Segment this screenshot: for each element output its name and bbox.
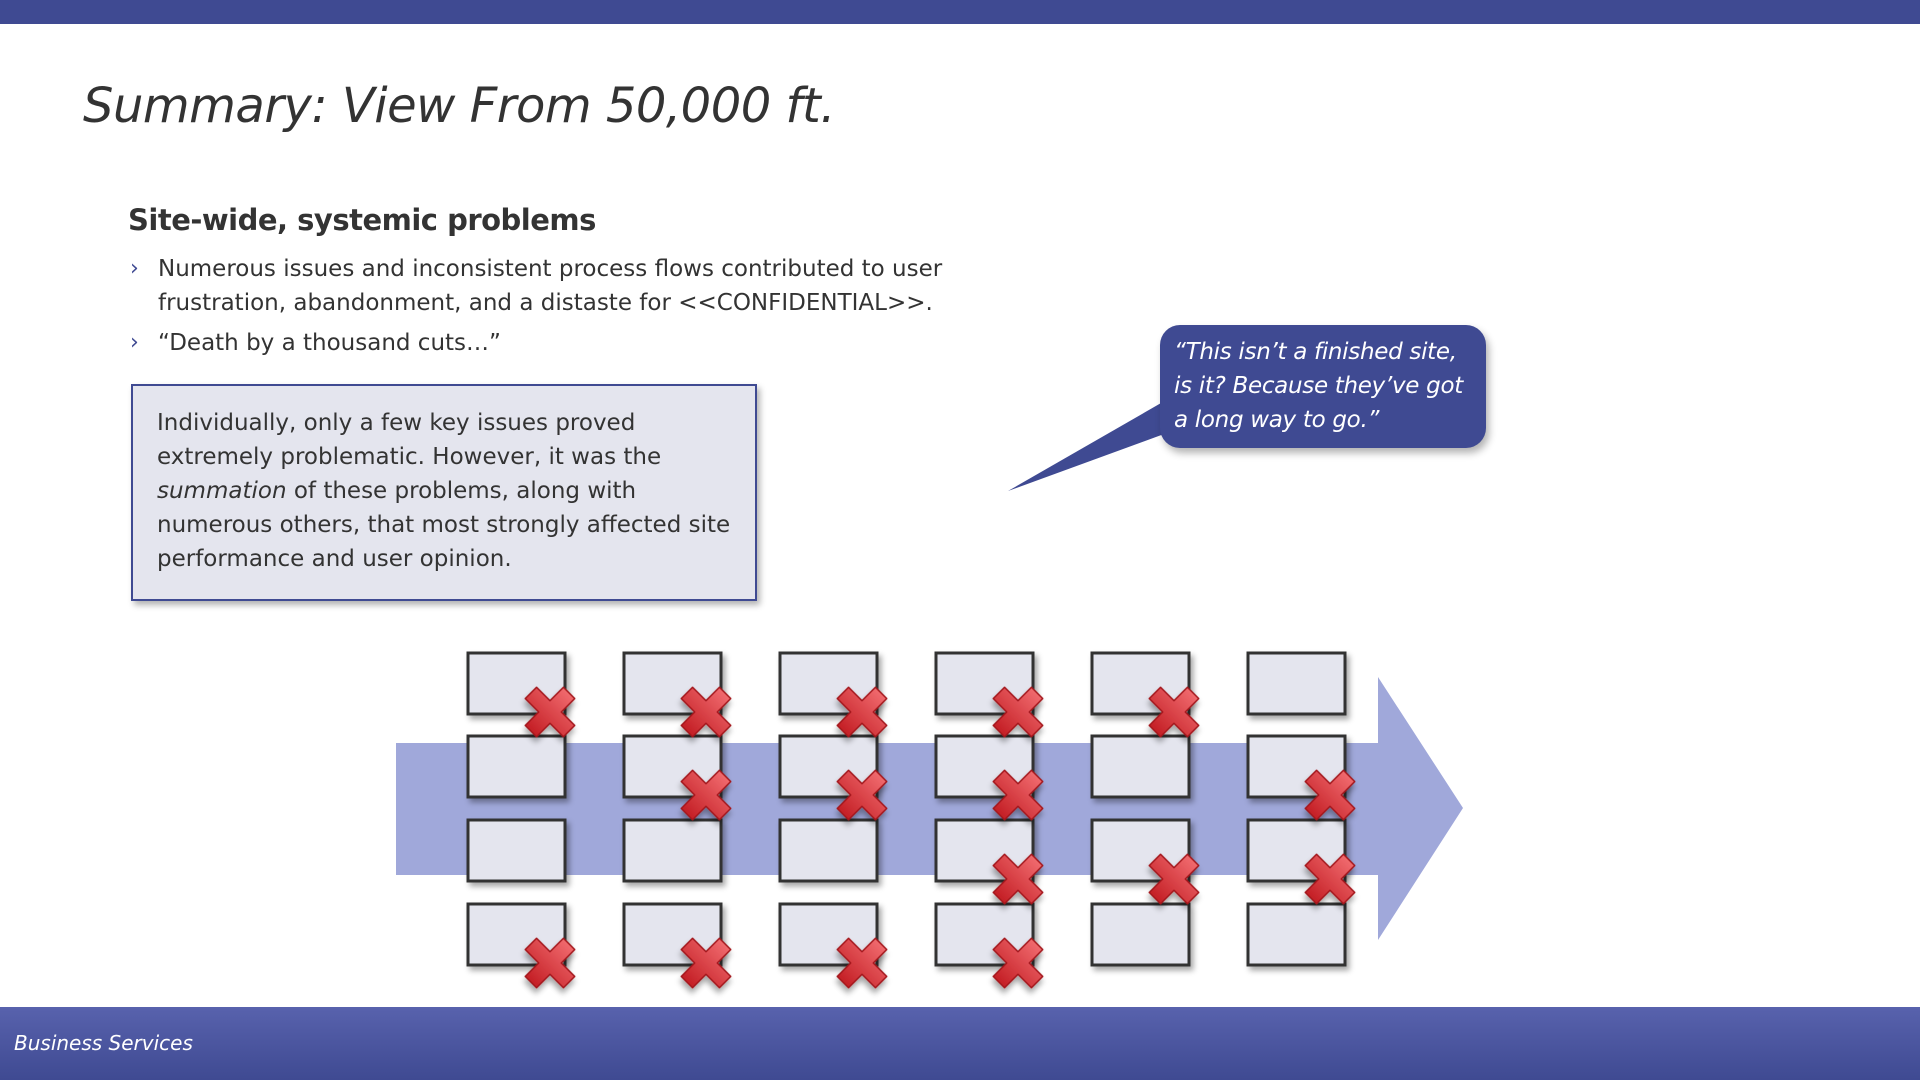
red-x-icon (836, 769, 888, 821)
red-x-icon (680, 937, 732, 989)
chevron-icon: › (130, 330, 139, 355)
process-step-box (466, 818, 567, 883)
red-x-icon (680, 769, 732, 821)
bullet-item: ›“Death by a thousand cuts…” (130, 326, 960, 360)
chevron-icon: › (130, 256, 139, 281)
red-x-icon (1148, 686, 1200, 738)
process-step-box (1246, 651, 1347, 716)
bullet-list: ›Numerous issues and inconsistent proces… (130, 252, 960, 366)
red-x-icon (680, 686, 732, 738)
quote-bubble: “This isn’t a finished site, is it? Beca… (1160, 325, 1486, 448)
process-step-box (1246, 902, 1347, 967)
section-heading: Site-wide, systemic problems (128, 203, 596, 237)
red-x-icon (992, 686, 1044, 738)
red-x-icon (1304, 853, 1356, 905)
process-step-box (934, 902, 1035, 967)
red-x-icon (992, 937, 1044, 989)
red-x-icon (1148, 853, 1200, 905)
process-step-box (1090, 734, 1191, 799)
bullet-item: ›Numerous issues and inconsistent proces… (130, 252, 960, 320)
red-x-icon (836, 686, 888, 738)
footer-bar: Business Services (0, 1007, 1920, 1080)
process-step-box (934, 651, 1035, 716)
process-step-box (1090, 902, 1191, 967)
red-x-icon (992, 853, 1044, 905)
red-x-icon (524, 937, 576, 989)
process-step-box (622, 818, 723, 883)
footer-label: Business Services (14, 1031, 193, 1055)
process-step-box (466, 902, 567, 967)
process-step-box (466, 734, 567, 799)
slide-title: Summary: View From 50,000 ft. (83, 78, 836, 134)
process-step-box (778, 818, 879, 883)
red-x-icon (836, 937, 888, 989)
red-x-icon (1304, 769, 1356, 821)
top-bar (0, 0, 1920, 24)
red-x-icon (992, 769, 1044, 821)
red-x-icon (524, 686, 576, 738)
callout-box: Individually, only a few key issues prov… (131, 384, 757, 601)
